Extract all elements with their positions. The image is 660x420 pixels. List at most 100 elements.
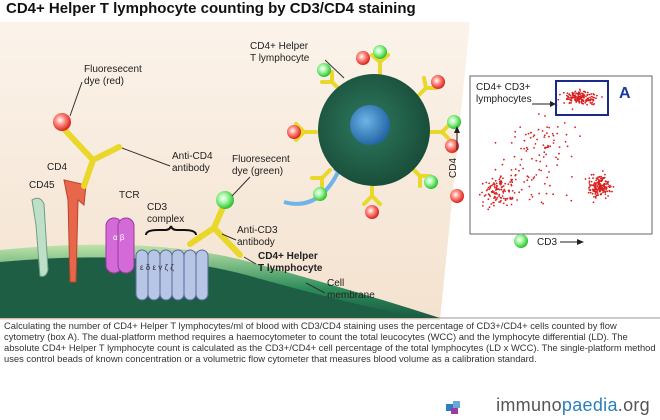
plot-dot	[595, 177, 598, 180]
plot-dot	[595, 191, 598, 193]
plot-dot	[547, 146, 550, 148]
plot-dot	[589, 185, 592, 187]
plot-dot	[609, 184, 611, 187]
plot-dot	[593, 93, 595, 96]
plot-dot	[604, 193, 607, 196]
plot-dot	[571, 93, 574, 96]
x-axis-label: CD3	[537, 237, 557, 248]
plot-dot	[510, 142, 513, 144]
cd3-complex	[135, 249, 209, 301]
plot-dot	[536, 138, 538, 141]
plot-dot	[498, 201, 500, 203]
plot-dot	[513, 155, 516, 158]
plot-dot	[500, 181, 503, 184]
plot-dot	[527, 176, 530, 179]
plot-dot	[514, 178, 517, 181]
plot-dot	[547, 144, 549, 147]
plot-dot	[570, 199, 573, 202]
plot-dot	[597, 178, 599, 181]
plot-dot	[605, 183, 608, 185]
plot-dot	[503, 197, 505, 200]
plot-dot	[587, 97, 590, 100]
t-lymphocyte-cell	[287, 45, 461, 219]
x-axis-arrow-head	[577, 239, 584, 245]
plot-dot	[594, 193, 597, 195]
plot-dot	[608, 186, 611, 189]
plot-dot	[540, 201, 543, 204]
plot-dot	[544, 182, 546, 185]
plot-dot	[500, 188, 503, 191]
plot-dot	[546, 132, 548, 135]
plot-dot	[531, 196, 534, 198]
plot-dot	[501, 163, 504, 166]
plot-dot	[601, 184, 603, 187]
plot-dot	[584, 91, 587, 94]
plot-dot	[545, 192, 548, 195]
plot-dot	[511, 178, 514, 181]
plot-dot	[511, 190, 514, 192]
plot-dot	[587, 191, 590, 194]
plot-dot	[592, 201, 595, 204]
plot-dot	[514, 168, 517, 171]
plot-dot	[594, 195, 597, 198]
label-helper-t-top-1: CD4+ Helper	[250, 41, 309, 52]
cell-nucleus	[350, 105, 390, 145]
plot-dot	[486, 188, 489, 191]
plot-dot	[598, 182, 600, 185]
gate-label-1: CD4+ CD3+	[476, 82, 531, 93]
plot-dot	[604, 197, 607, 200]
plot-dot	[494, 192, 496, 195]
plot-dot	[538, 154, 541, 157]
label-cd45: CD45	[29, 180, 55, 191]
plot-dot	[569, 94, 572, 97]
plot-dot	[510, 203, 513, 206]
plot-dot	[605, 187, 608, 190]
plot-dot	[600, 175, 602, 178]
plot-dot	[600, 186, 603, 189]
plot-dot	[556, 126, 559, 128]
gate-box-a	[555, 80, 609, 116]
plot-dot	[604, 191, 607, 194]
plot-dot	[526, 148, 529, 151]
plot-dot	[495, 182, 498, 185]
plot-dot	[523, 139, 526, 142]
plot-dot	[556, 132, 559, 135]
plot-dot	[574, 90, 577, 93]
plot-dot	[483, 195, 486, 197]
plot-dot	[601, 170, 604, 172]
plot-dot	[602, 177, 605, 180]
plot-dot	[495, 187, 498, 189]
plot-dot	[497, 188, 500, 190]
anti-cd3-antibody	[187, 202, 243, 258]
plot-dot	[579, 93, 581, 96]
plot-dot	[578, 88, 581, 91]
plot-dot	[530, 131, 532, 134]
plot-dot	[595, 97, 597, 100]
plot-dot	[489, 186, 492, 189]
plot-dot	[590, 173, 593, 176]
plot-dot	[599, 180, 602, 182]
plot-dot	[543, 151, 546, 154]
label-anti-cd4-1: Anti-CD4	[172, 151, 213, 162]
cell-dye-markers	[287, 45, 461, 219]
site-logo[interactable]: immunopaedia.org	[496, 395, 650, 416]
label-fluor-green-1: Fluoresecent	[232, 154, 290, 165]
plot-dot	[581, 99, 583, 102]
plot-dot	[566, 92, 569, 95]
plot-dot	[501, 185, 504, 188]
plot-dot	[525, 150, 528, 152]
plot-dot	[504, 182, 507, 185]
plot-dot	[557, 98, 560, 101]
plot-dot	[518, 191, 521, 194]
plot-dot	[542, 202, 544, 205]
plot-dot	[567, 95, 569, 98]
plot-dot	[565, 94, 568, 97]
label-cd3-complex-2: complex	[147, 214, 184, 225]
plot-dot	[558, 152, 560, 155]
plot-dot	[510, 174, 513, 177]
plot-dot	[574, 99, 577, 101]
plot-dot	[507, 183, 510, 186]
plot-dot	[588, 180, 591, 183]
plot-dot	[585, 100, 588, 103]
